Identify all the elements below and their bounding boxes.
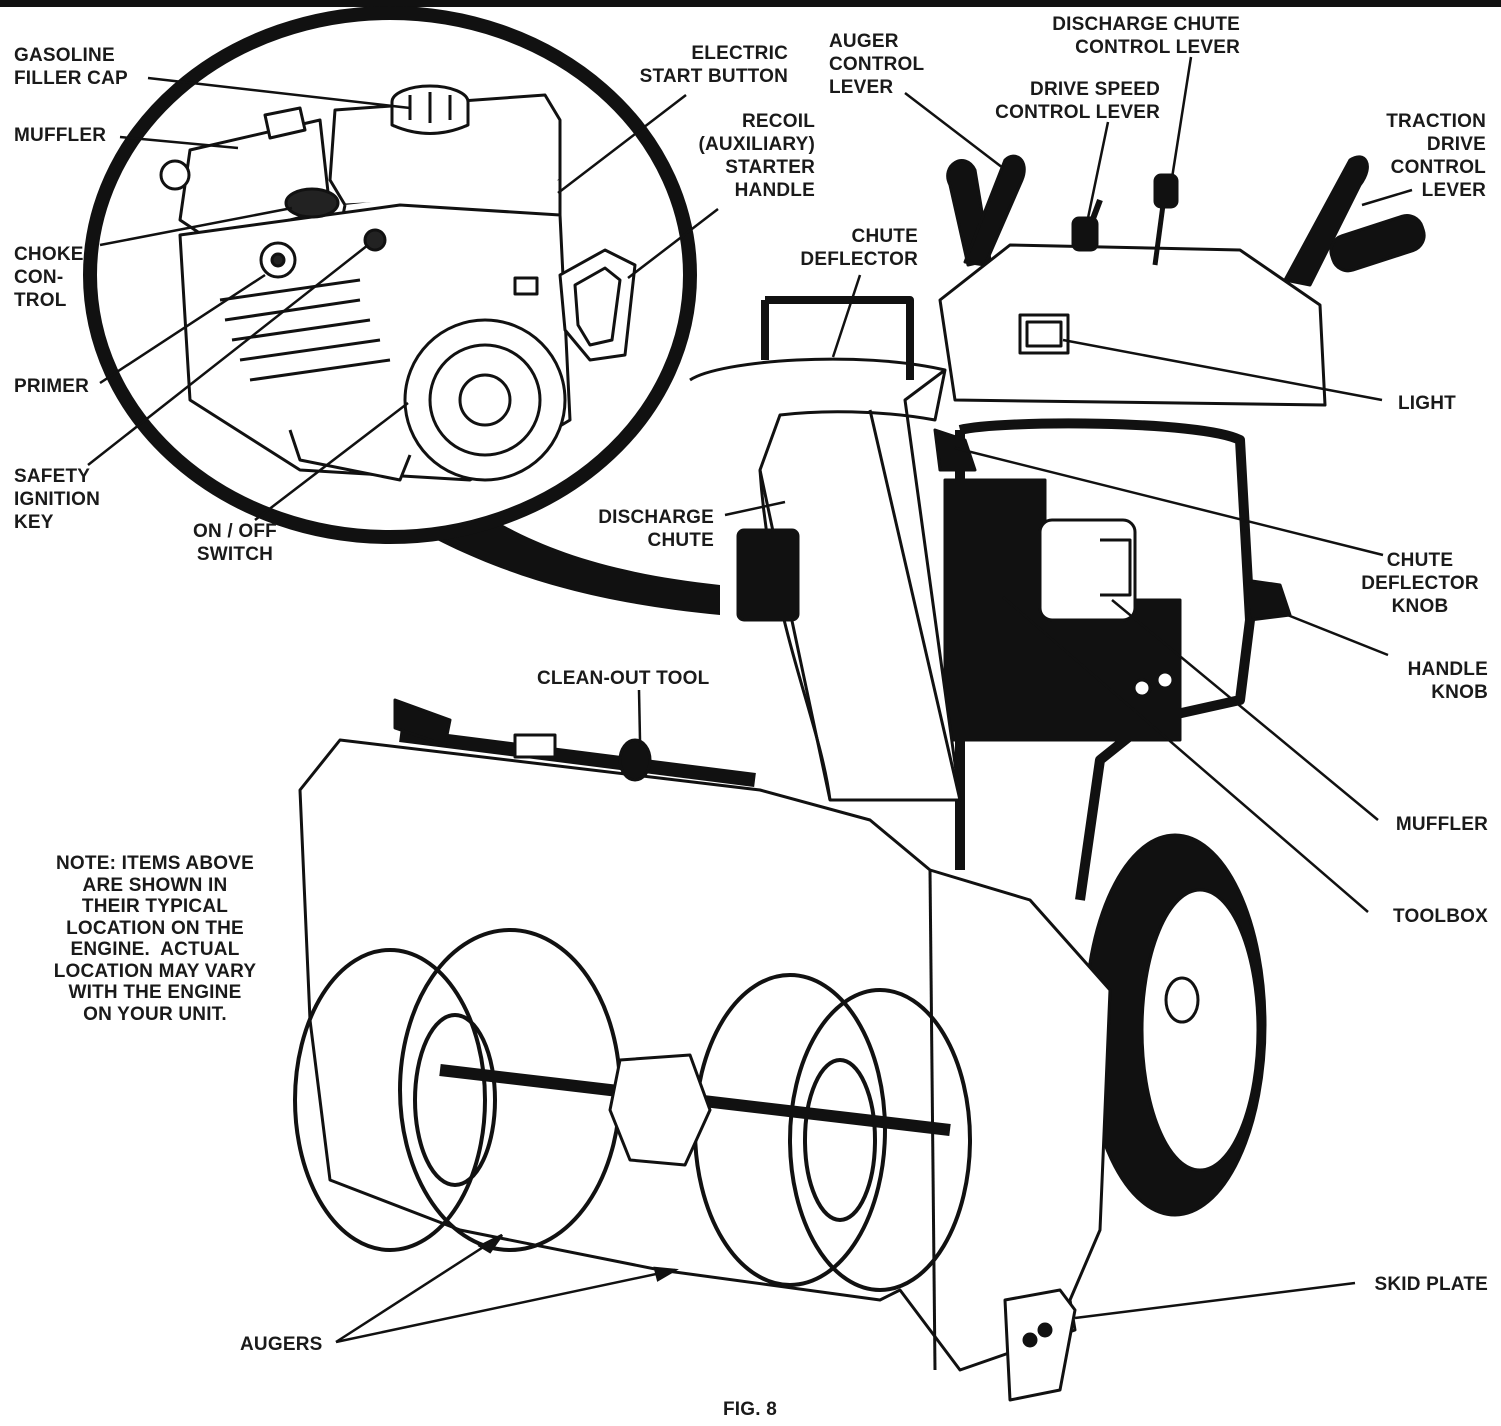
- label-light: LIGHT: [1398, 393, 1456, 414]
- label-chute-deflector-knob: CHUTE DEFLECTOR KNOB: [1361, 550, 1479, 617]
- label-drive-speed-control-lever: DRIVE SPEED CONTROL LEVER: [995, 79, 1160, 123]
- label-electric-start-button: ELECTRIC START BUTTON: [639, 43, 788, 87]
- label-auger-control-lever: AUGER CONTROL LEVER: [829, 31, 925, 98]
- engine-drawing: [159, 84, 637, 482]
- label-augers: AUGERS: [240, 1334, 323, 1355]
- label-handle-knob: HANDLE KNOB: [1407, 659, 1488, 703]
- label-gasoline-filler-cap: GASOLINE FILLER CAP: [14, 45, 128, 89]
- leader-lines: [87, 56, 1413, 1344]
- snowthrower-body: [293, 154, 1426, 1402]
- label-primer: PRIMER: [14, 376, 90, 397]
- label-choke-control: CHOKE CON- TROL: [14, 244, 84, 311]
- label-recoil-starter-handle: RECOIL (AUXILIARY) STARTER HANDLE: [698, 111, 815, 201]
- label-muffler-engine: MUFFLER: [14, 125, 107, 146]
- label-discharge-chute-control-lever: DISCHARGE CHUTE CONTROL LEVER: [1052, 14, 1240, 58]
- label-on-off-switch: ON / OFF SWITCH: [193, 521, 277, 565]
- label-muffler-unit: MUFFLER: [1395, 814, 1488, 835]
- label-toolbox: TOOLBOX: [1393, 906, 1488, 927]
- label-chute-deflector: CHUTE DEFLECTOR: [800, 226, 918, 270]
- note-text: NOTE: ITEMS ABOVE ARE SHOWN IN THEIR TYP…: [53, 853, 257, 1025]
- label-skid-plate: SKID PLATE: [1374, 1274, 1488, 1295]
- figure-caption: FIG. 8: [723, 1399, 777, 1420]
- top-rule: [0, 0, 1501, 7]
- label-safety-ignition-key: SAFETY IGNITION KEY: [14, 466, 101, 533]
- label-discharge-chute: DISCHARGE CHUTE: [598, 507, 714, 551]
- label-traction-drive-control-lever: TRACTION DRIVE CONTROL LEVER: [1386, 111, 1486, 201]
- label-clean-out-tool: CLEAN-OUT TOOL: [537, 668, 710, 689]
